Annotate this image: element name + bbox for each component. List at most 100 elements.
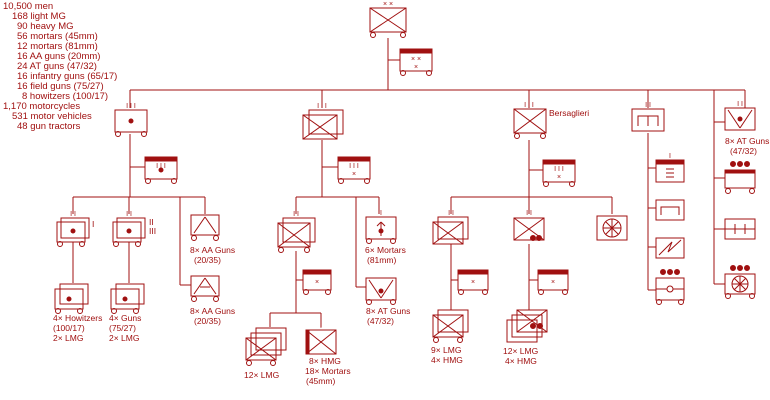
mortar-company-symbol xyxy=(365,216,397,244)
field-guns-line2: (75/27) xyxy=(109,323,136,333)
engineer-battalion-symbol xyxy=(631,108,665,132)
artillery-battalion-2-echelon: I I xyxy=(126,211,132,218)
at-guns-inf-line1: 8× AT Guns xyxy=(366,306,410,316)
engineer-hq-symbol xyxy=(655,159,685,183)
artillery-hq-symbol xyxy=(144,156,178,184)
howitzers-line1: 4× Howitzers xyxy=(53,313,102,323)
engineer-battalion-echelon: I I xyxy=(645,102,651,109)
stat-at-guns: 24 AT guns (47/32) xyxy=(17,61,97,72)
bersaglieri-hq-symbol xyxy=(542,159,576,187)
mortars-81-line2: (81mm) xyxy=(367,255,396,265)
division-hq-echelon: × × xyxy=(411,56,421,63)
bersaglieri-company-2-line1: 12× LMG xyxy=(503,346,538,356)
bersaglieri-company-1-line1: 9× LMG xyxy=(431,345,461,355)
mortars-81-line1: 6× Mortars xyxy=(365,245,406,255)
artillery-battalion-number-3: III xyxy=(149,226,156,236)
echelon-marks: × × × × × I I I I I I I I I I I I I I I … xyxy=(70,1,743,330)
bersaglieri-company-1-symbol xyxy=(432,309,469,343)
at-company-symbol xyxy=(365,277,397,305)
bersaglieri-battalion-1-symbol xyxy=(432,216,469,245)
field-guns-line3: 2× LMG xyxy=(109,333,139,343)
stat-howitzers: 8 howitzers (100/17) xyxy=(22,91,108,102)
aa-guns-2-line1: 8× AA Guns xyxy=(190,306,235,316)
unit-labels: Bersaglieri 8× AT Guns (47/32) 8× AA Gun… xyxy=(53,108,769,386)
stat-men: 10,500 men xyxy=(3,1,53,12)
infantry-regiment-hq-symbol xyxy=(337,156,371,184)
signal-company-symbol xyxy=(655,237,685,259)
artillery-battalion-1-symbol xyxy=(56,217,90,247)
bersaglieri-battalion-hq-1-symbol xyxy=(457,269,489,295)
bersaglieri-hq-x: × xyxy=(557,174,561,181)
stat-light-mg: 168 light MG xyxy=(12,11,66,22)
stat-aa-guns: 16 AA guns (20mm) xyxy=(17,51,100,62)
stat-infantry-guns: 16 infantry guns (65/17) xyxy=(17,71,117,82)
division-symbol xyxy=(369,7,407,38)
infantry-regiment-hq-echelon: I I I xyxy=(349,163,359,170)
repair-section-symbol xyxy=(724,265,756,299)
howitzer-battery-symbol xyxy=(54,283,89,314)
units xyxy=(54,7,756,366)
signal-platoon-symbol xyxy=(655,269,685,305)
artillery-battalion-1-echelon: I I xyxy=(70,211,76,218)
stat-mortars-81: 12 mortars (81mm) xyxy=(17,41,98,52)
aa-guns-2-line2: (20/35) xyxy=(194,316,221,326)
howitzers-line3: 2× LMG xyxy=(53,333,83,343)
at-battalion-div-echelon: I I xyxy=(737,101,743,108)
at-guns-div-line1: 8× AT Guns xyxy=(725,136,769,146)
stat-gun-tractors: 48 gun tractors xyxy=(17,121,81,132)
at-guns-inf-line2: (47/32) xyxy=(367,316,394,326)
stat-heavy-mg: 90 heavy MG xyxy=(17,21,74,32)
artillery-hq-echelon: I I I xyxy=(156,163,166,170)
rifle-company-echelon: I xyxy=(269,321,271,328)
bersaglieri-bn-hq-1-x: × xyxy=(471,279,475,286)
rifle-company-symbol xyxy=(245,327,287,366)
stat-motorcycles: 1,170 motorcycles xyxy=(3,101,80,112)
medical-section-symbol xyxy=(724,218,756,240)
bersaglieri-regiment-symbol xyxy=(513,108,547,139)
artillery-battalion-number-2: II xyxy=(149,217,154,227)
stat-mortars-45: 56 mortars (45mm) xyxy=(17,31,98,42)
infantry-regiment-symbol xyxy=(302,109,344,140)
division-hq-company-symbol xyxy=(399,48,433,76)
motorcycle-company-symbol xyxy=(596,215,628,241)
mg-company-symbol xyxy=(305,329,337,355)
rifle-company-label: 12× LMG xyxy=(244,370,279,380)
battalion-numbers: I II III xyxy=(92,217,156,236)
bersaglieri-battalion-1-echelon: I I xyxy=(448,210,454,217)
bersaglieri-battalion-2-symbol xyxy=(513,217,545,241)
engineer-company-symbol xyxy=(655,199,685,221)
infantry-regiment-echelon: I I I xyxy=(317,103,327,110)
mg-company-line1: 8× HMG xyxy=(309,356,341,366)
division-echelon: × × xyxy=(383,1,393,8)
aa-battery-1-symbol xyxy=(190,214,220,241)
mg-company-line3: (45mm) xyxy=(306,376,335,386)
mg-company-echelon: I xyxy=(320,323,322,330)
field-gun-battery-symbol xyxy=(110,283,145,314)
bersaglieri-hq-echelon: I I I xyxy=(554,166,564,173)
infantry-battalion-symbol xyxy=(277,217,316,253)
bersaglieri-regiment-echelon: I I I xyxy=(524,102,534,109)
howitzers-line2: (100/17) xyxy=(53,323,85,333)
mg-company-line2: 18× Mortars xyxy=(305,366,351,376)
connectors xyxy=(72,38,746,327)
stat-field-guns: 16 field guns (75/27) xyxy=(17,81,104,92)
infantry-battalion-hq-symbol xyxy=(302,269,332,295)
bersaglieri-battalion-hq-2-symbol xyxy=(537,269,569,295)
infantry-battalion-echelon: I I xyxy=(293,211,299,218)
artillery-battalion-2-symbol xyxy=(112,217,146,247)
artillery-regiment-echelon: I I I xyxy=(126,103,136,110)
infantry-regiment-hq-x: × xyxy=(352,171,356,178)
bersaglieri-company-1-line2: 4× HMG xyxy=(431,355,463,365)
aa-guns-1-line2: (20/35) xyxy=(194,255,221,265)
field-guns-line1: 4× Guns xyxy=(109,313,141,323)
at-battalion-div-symbol xyxy=(724,107,756,131)
bersaglieri-company-2-symbol xyxy=(506,309,548,343)
infantry-battalion-hq-x: × xyxy=(315,279,319,286)
stat-motor-vehicles: 531 motor vehicles xyxy=(12,111,92,122)
mortar-company-echelon: I xyxy=(380,210,382,217)
artillery-battalion-number-1: I xyxy=(92,219,94,229)
strength-list: 10,500 men 168 light MG 90 heavy MG 56 m… xyxy=(3,1,117,132)
aa-battery-2-symbol xyxy=(190,275,220,302)
bersaglieri-label: Bersaglieri xyxy=(549,108,589,118)
